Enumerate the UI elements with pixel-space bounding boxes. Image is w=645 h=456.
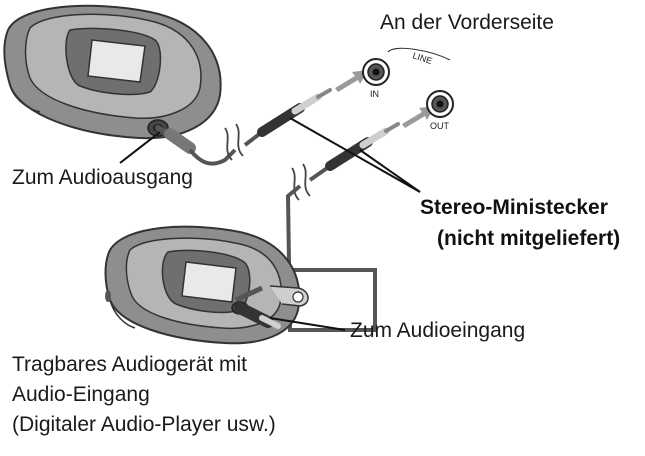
audio-input-leader: [269, 317, 346, 331]
audio-output-leader: [119, 131, 161, 164]
front-side-label: An der Vorderseite: [380, 11, 554, 34]
cable-break-marks: [224, 123, 311, 201]
portable-device-label-line3: (Digitaler Audio-Player usw.): [12, 413, 276, 436]
plug-leader-lines: [289, 117, 421, 193]
top-device-plug: [155, 125, 237, 166]
bottom-audio-device: [104, 225, 309, 345]
audio-output-label: Zum Audioausgang: [12, 166, 193, 189]
cable-to-line-out: [308, 122, 400, 182]
audio-input-label: Zum Audioeingang: [350, 319, 526, 342]
stereo-mini-plug-note: (nicht mitgeliefert): [437, 227, 621, 250]
line-in-jack: IN: [362, 58, 390, 99]
line-out-jack: OUT: [426, 90, 454, 131]
cable-to-line-in: [243, 88, 332, 147]
top-audio-device: [3, 4, 222, 140]
stereo-mini-plug-label: Stereo-Ministecker: [420, 196, 608, 219]
portable-device-label-line1: Tragbares Audiogerät mit: [12, 353, 248, 376]
portable-device-label-line2: Audio-Eingang: [12, 383, 150, 406]
insertion-arrows: [335, 70, 435, 128]
jack-out-label: OUT: [430, 121, 450, 131]
jack-in-label: IN: [370, 89, 379, 99]
line-jack-panel: LINE IN OUT: [362, 47, 454, 131]
